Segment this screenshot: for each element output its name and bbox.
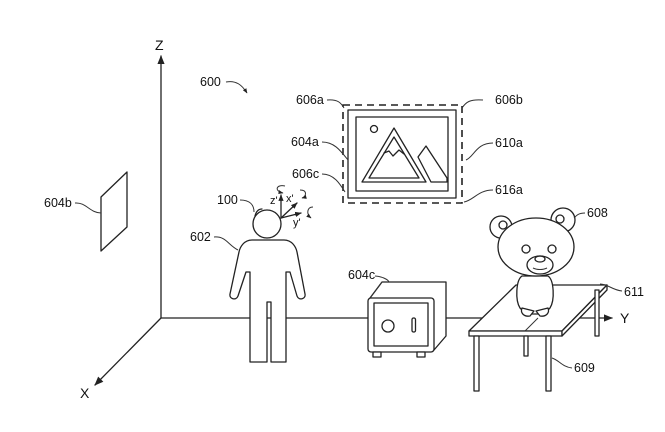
label-604a: 604a <box>291 135 319 149</box>
bear-foot <box>535 307 550 317</box>
label-610a: 610a <box>495 136 523 150</box>
safe-foot <box>372 351 382 358</box>
label-100: 100 <box>217 193 238 207</box>
x-axis <box>94 317 162 386</box>
bear-muzzle <box>526 255 554 275</box>
label-602: 602 <box>190 230 211 244</box>
leader-100 <box>239 199 255 213</box>
z-axis-label: Z <box>155 37 164 53</box>
table-leg <box>545 335 552 392</box>
table-front-edge <box>468 330 563 337</box>
y-prime-label: y' <box>293 217 301 229</box>
bear-eye <box>521 244 531 254</box>
y-prime-axis <box>280 211 302 219</box>
rotation-y-icon <box>306 206 314 219</box>
label-606c: 606c <box>292 167 319 181</box>
rotation-x-icon <box>299 189 307 199</box>
leader-606c <box>321 173 346 193</box>
x-prime-label: x' <box>286 193 294 205</box>
bear-nose <box>534 255 546 263</box>
person-body <box>229 239 306 363</box>
wall-panel <box>100 171 128 252</box>
label-606b: 606b <box>495 93 523 107</box>
rotation-z-icon <box>276 185 286 194</box>
safe-foot <box>416 351 426 358</box>
safe-edge <box>369 281 383 299</box>
mountain-inner <box>368 136 420 179</box>
label-604c: 604c <box>348 268 375 282</box>
leader-604b <box>74 202 102 214</box>
x-axis-label: X <box>80 385 90 401</box>
x-prime-axis <box>280 202 298 219</box>
leader-610a <box>465 142 494 161</box>
leader-606b <box>461 99 484 109</box>
table-leg <box>523 335 529 357</box>
bear-ear-inner <box>555 214 565 224</box>
label-604b: 604b <box>44 196 72 210</box>
person-602: 602 100 z' x' y' <box>190 185 314 363</box>
label-611: 611 <box>624 285 644 299</box>
bear-foot <box>520 307 535 317</box>
bear-head <box>497 217 575 277</box>
label-616a: 616a <box>495 183 523 197</box>
device-axes: z' x' y' <box>270 185 314 229</box>
label-600: 600 <box>200 75 221 89</box>
leader-611 <box>599 283 623 292</box>
label-609: 609 <box>574 361 595 375</box>
bear-eye <box>547 244 557 254</box>
z-prime-label: z' <box>270 195 278 207</box>
mountain-outer <box>361 127 427 183</box>
leader-600 <box>225 81 248 94</box>
safe-handle <box>411 317 417 333</box>
label-606a: 606a <box>296 93 324 107</box>
label-608: 608 <box>587 206 608 220</box>
safe-door <box>373 302 429 347</box>
bear-ear-inner <box>498 220 508 230</box>
y-axis-label: Y <box>620 310 630 326</box>
person-head <box>252 209 282 239</box>
scene-reference: 600 <box>200 75 248 94</box>
table-leg <box>594 289 600 337</box>
leader-616a <box>463 189 494 203</box>
bear-mouth <box>532 267 548 270</box>
table-leg <box>473 335 480 392</box>
small-mountain <box>417 145 448 183</box>
safe-dial <box>381 319 395 333</box>
snow-cap <box>383 149 405 157</box>
leader-602 <box>213 236 239 251</box>
sun-icon <box>369 124 379 134</box>
leader-604a <box>321 141 349 161</box>
leader-609 <box>551 357 573 369</box>
leader-608 <box>573 212 586 219</box>
picture-604a: 606a 606b 604a 606c 610a 616a <box>291 93 523 204</box>
wall-panel-604b: 604b <box>44 171 128 252</box>
table-seam <box>524 317 539 332</box>
device-100 <box>254 208 263 217</box>
safe-604c: 604c <box>348 268 447 358</box>
frame-inner <box>355 116 449 192</box>
safe-front <box>367 297 435 353</box>
leader-606a <box>326 99 345 109</box>
table-609: 609 611 <box>468 283 644 392</box>
leader-604c <box>374 275 390 283</box>
bear-608: 608 <box>489 206 608 317</box>
